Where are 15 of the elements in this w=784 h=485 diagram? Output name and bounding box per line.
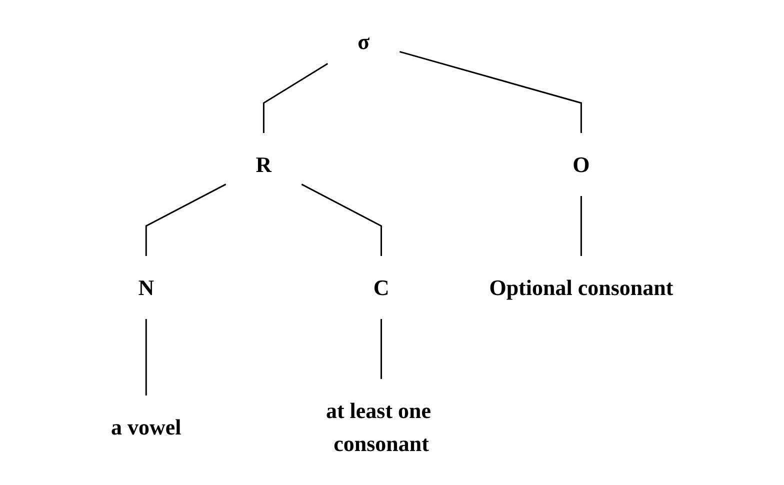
connector [399, 50, 582, 133]
connector [380, 319, 382, 379]
connector [301, 184, 382, 256]
connector [145, 184, 226, 256]
node-text: N [138, 274, 154, 300]
node-text: at least one consonant [326, 398, 431, 456]
node-text: Optional consonant [489, 274, 674, 300]
connector [580, 196, 582, 256]
node-text: R [256, 152, 272, 177]
node-text: σ [358, 29, 370, 54]
node-text: C [373, 274, 390, 300]
node-text: a vowel [110, 414, 182, 440]
connector [145, 319, 147, 396]
node-text: O [572, 152, 590, 177]
connector [262, 63, 328, 133]
